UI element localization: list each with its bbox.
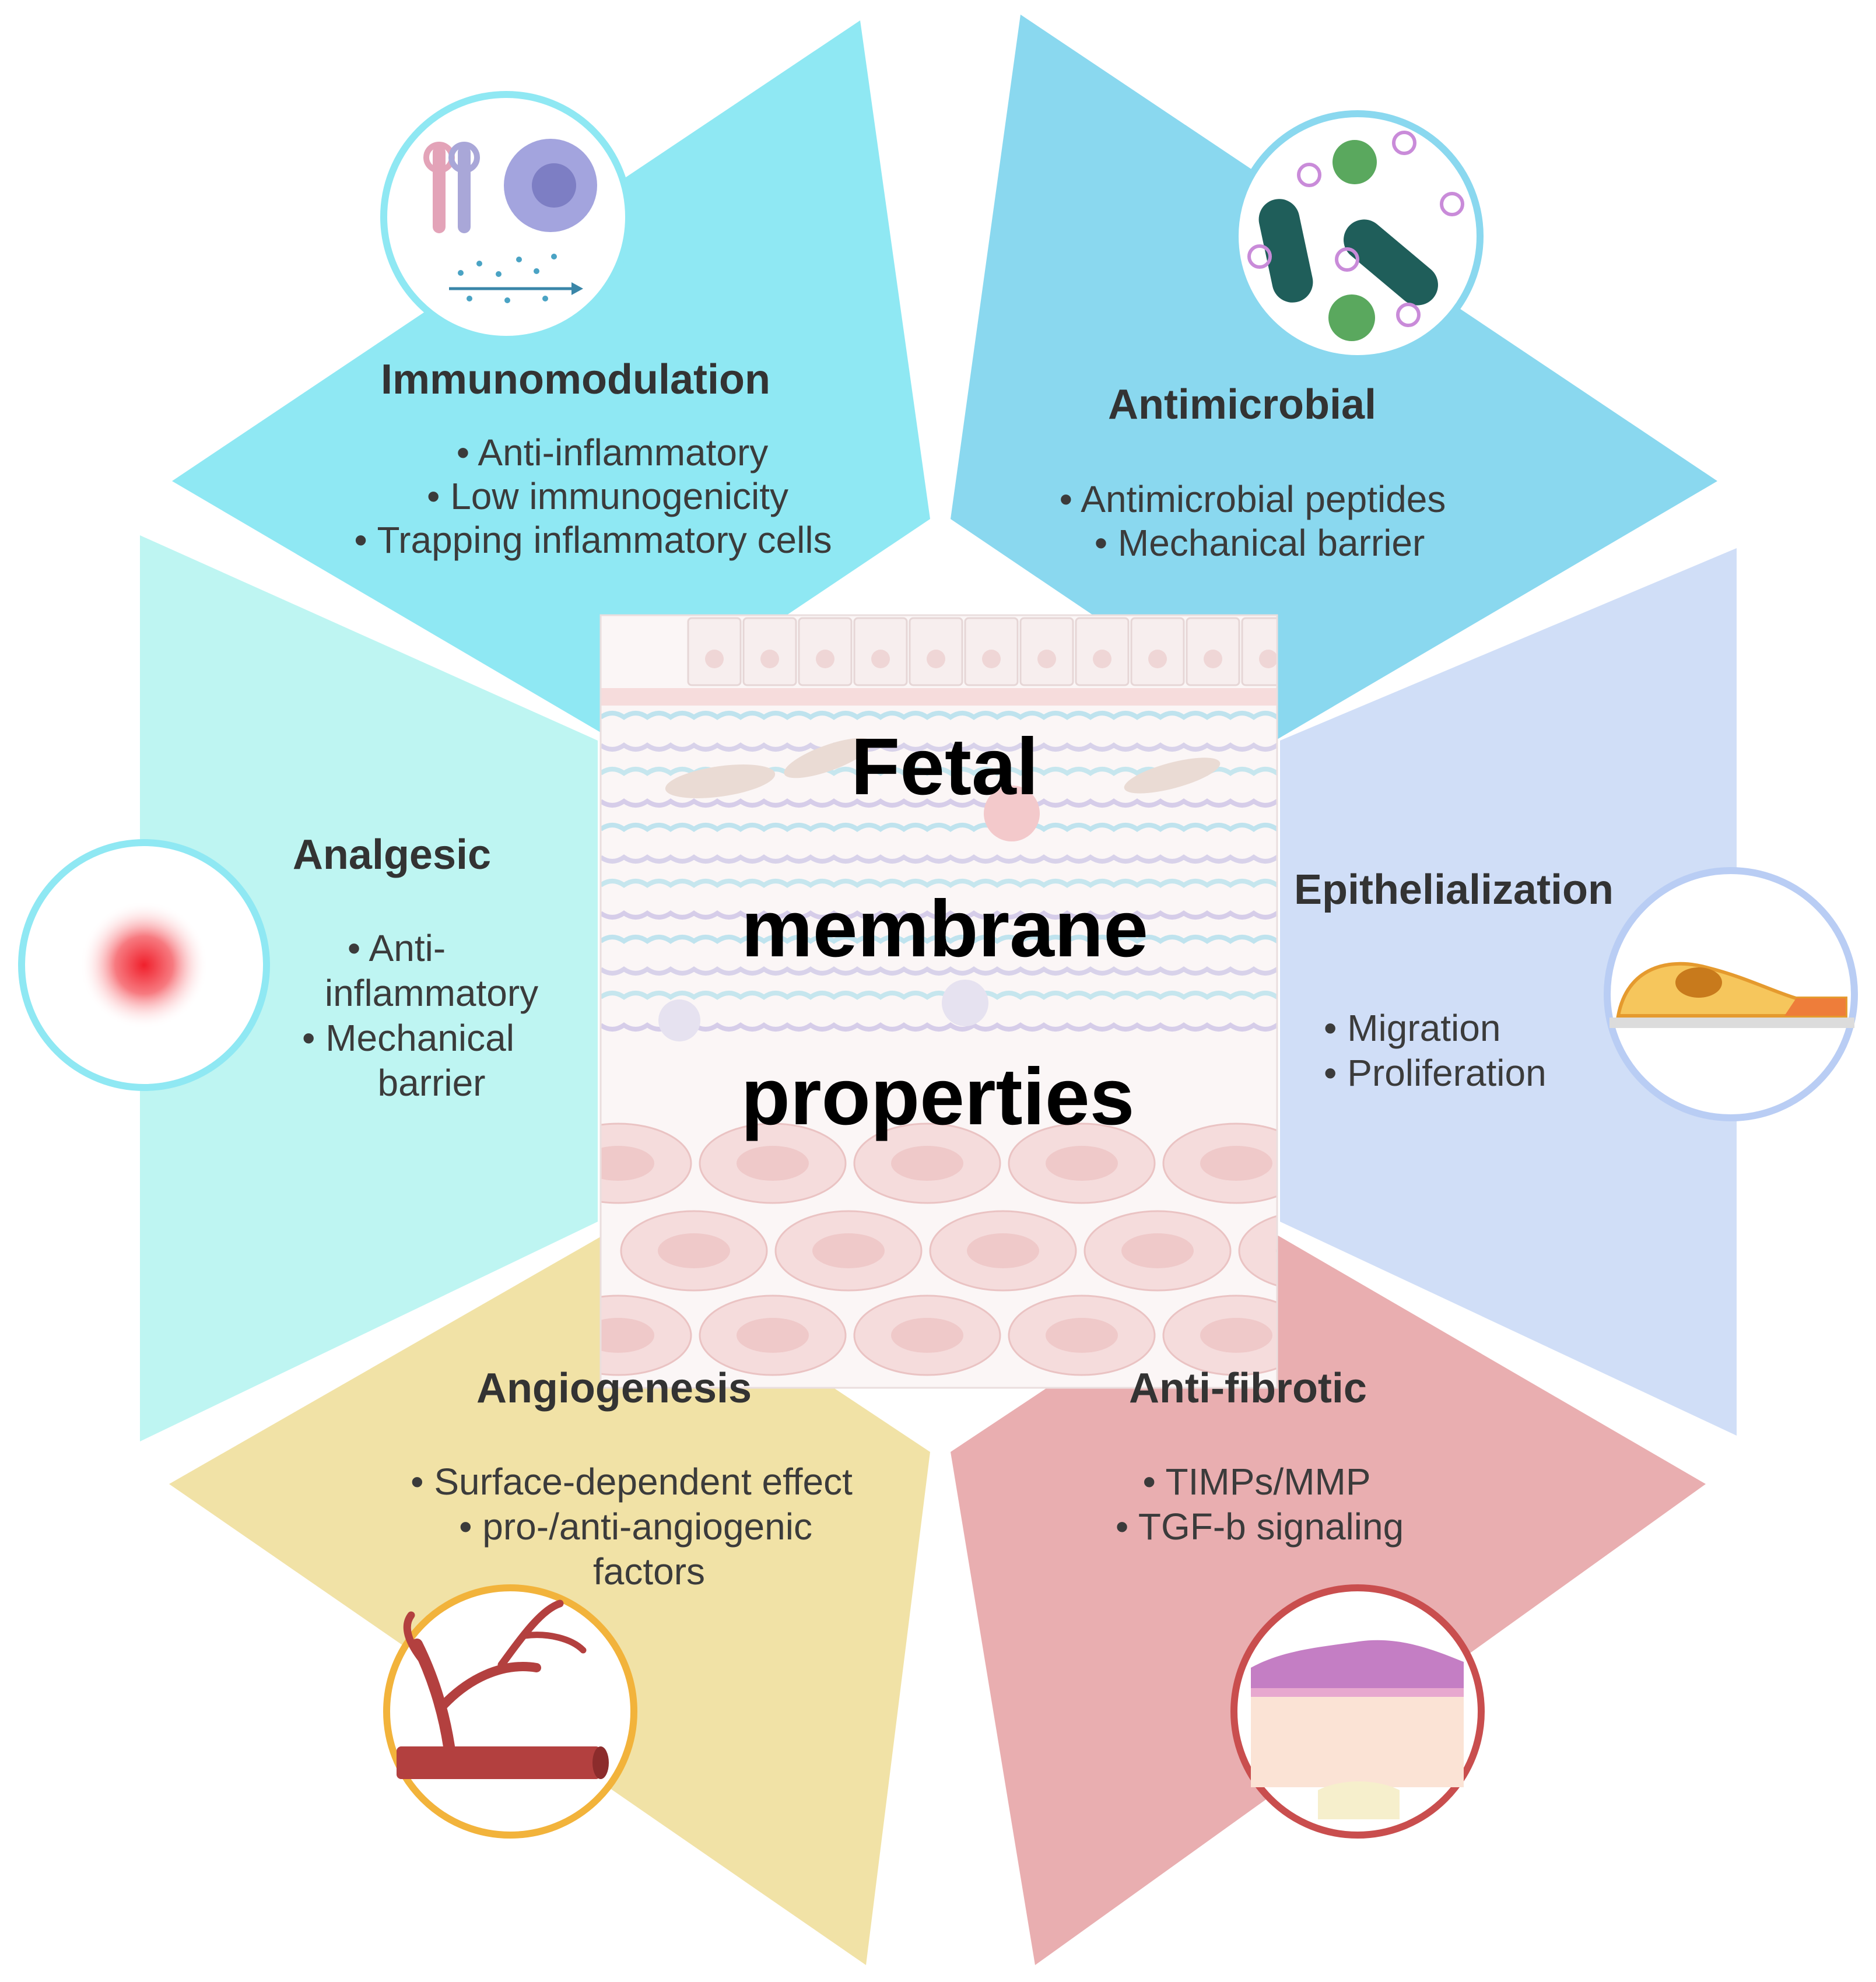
collagen-fiber: [601, 879, 1277, 888]
decidual-nucleus: [967, 1233, 1039, 1268]
angiogenesis-item-cont: factors: [593, 1550, 705, 1592]
analgesic-item-cont: inflammatory: [325, 972, 538, 1014]
angiogenesis-title: Angiogenesis: [476, 1365, 752, 1412]
analgesic-title: Analgesic: [293, 832, 491, 878]
anti-fibrotic-item: • TGF-b signaling: [1116, 1506, 1404, 1548]
decidual-nucleus: [737, 1318, 809, 1353]
epithelialization-title: Epithelialization: [1294, 867, 1614, 913]
antimicrobial-title: Antimicrobial: [1108, 381, 1376, 428]
collagen-fibers: [601, 711, 1277, 1032]
collagen-fiber: [601, 823, 1277, 832]
analgesic-item: • Anti-: [348, 927, 446, 969]
cell-nucleus: [1259, 650, 1277, 668]
decidual-nucleus: [737, 1146, 809, 1181]
center-frame: [599, 614, 1278, 1389]
angiogenesis-item: • Surface-dependent effect: [411, 1461, 853, 1503]
collagen-fiber: [601, 966, 1277, 976]
pain-spot-icon: [18, 839, 270, 1091]
collagen-fiber: [601, 742, 1277, 752]
decidual-nucleus: [891, 1146, 963, 1181]
decidua-cells: [601, 1122, 1277, 1376]
antimicrobial-item: • Antimicrobial peptides: [1060, 478, 1446, 520]
decidual-nucleus: [1046, 1146, 1118, 1181]
cell-nucleus: [816, 650, 834, 668]
immunomodulation-panel: [172, 20, 930, 736]
decidual-nucleus: [1121, 1233, 1194, 1268]
angiogenesis-item: • pro-/anti-angiogenic: [459, 1506, 812, 1548]
skin-tissue-icon: [1230, 1584, 1485, 1839]
decidual-nucleus: [1200, 1318, 1272, 1353]
analgesic-item-cont: barrier: [378, 1062, 486, 1104]
cell-nucleus: [1037, 650, 1056, 668]
analgesic-panel: [140, 535, 598, 1441]
fetal-membrane-tissue-illustration: [601, 615, 1444, 1388]
center-title-line: membrane: [741, 884, 1148, 974]
cell-nucleus: [1148, 650, 1167, 668]
epithelial-cell-icon: [1604, 867, 1858, 1121]
epithelialization-item: • Proliferation: [1324, 1052, 1547, 1094]
cell-nucleus: [1425, 650, 1444, 668]
cell-nucleus: [1093, 650, 1111, 668]
center-title-line: Fetal: [851, 722, 1039, 812]
immunomodulation-item: • Low immunogenicity: [427, 475, 788, 517]
blood-vessel-icon: [383, 1584, 637, 1839]
analgesic-item: • Mechanical: [302, 1017, 514, 1059]
decidual-nucleus: [601, 1146, 654, 1181]
epithelial-cell: [1241, 617, 1277, 686]
fibroblast-cells: [658, 738, 1221, 1041]
amnion-epithelium-cells: [687, 617, 1444, 686]
center-title-line: properties: [741, 1052, 1135, 1142]
immunomodulation-title: Immunomodulation: [381, 356, 770, 403]
cell-nucleus: [871, 650, 890, 668]
epithelialization-item: • Migration: [1324, 1007, 1500, 1049]
decidual-nucleus: [891, 1318, 963, 1353]
decidual-nucleus: [812, 1233, 885, 1268]
collagen-fiber: [601, 854, 1277, 864]
epithelialization-panel: [1280, 548, 1737, 1436]
collagen-fiber: [601, 798, 1277, 808]
bacteria-icon: [1232, 110, 1484, 362]
antimicrobial-panel: [951, 15, 1717, 739]
cell-nucleus: [1204, 650, 1222, 668]
decidual-nucleus: [1200, 1146, 1272, 1181]
cell-nucleus: [705, 650, 724, 668]
decidual-nucleus: [1046, 1318, 1118, 1353]
immunomodulation-item: • Anti-inflammatory: [457, 432, 769, 473]
collagen-fiber: [601, 711, 1277, 720]
immunomodulation-item: • Trapping inflammatory cells: [354, 519, 832, 561]
collagen-fiber: [601, 1022, 1277, 1032]
decidual-cell: [1238, 1215, 1277, 1287]
cell-nucleus: [760, 650, 779, 668]
anti-fibrotic-title: Anti-fibrotic: [1129, 1365, 1367, 1412]
decidual-nucleus: [658, 1233, 730, 1268]
decidual-nucleus: [601, 1318, 654, 1353]
collagen-fiber: [601, 935, 1277, 944]
anti-fibrotic-item: • TIMPs/MMP: [1143, 1461, 1371, 1503]
immune-cells-icon: [380, 91, 632, 343]
cell-nucleus: [927, 650, 945, 668]
antimicrobial-item: • Mechanical barrier: [1095, 522, 1425, 564]
collagen-fiber: [601, 910, 1277, 920]
cell-nucleus: [982, 650, 1001, 668]
